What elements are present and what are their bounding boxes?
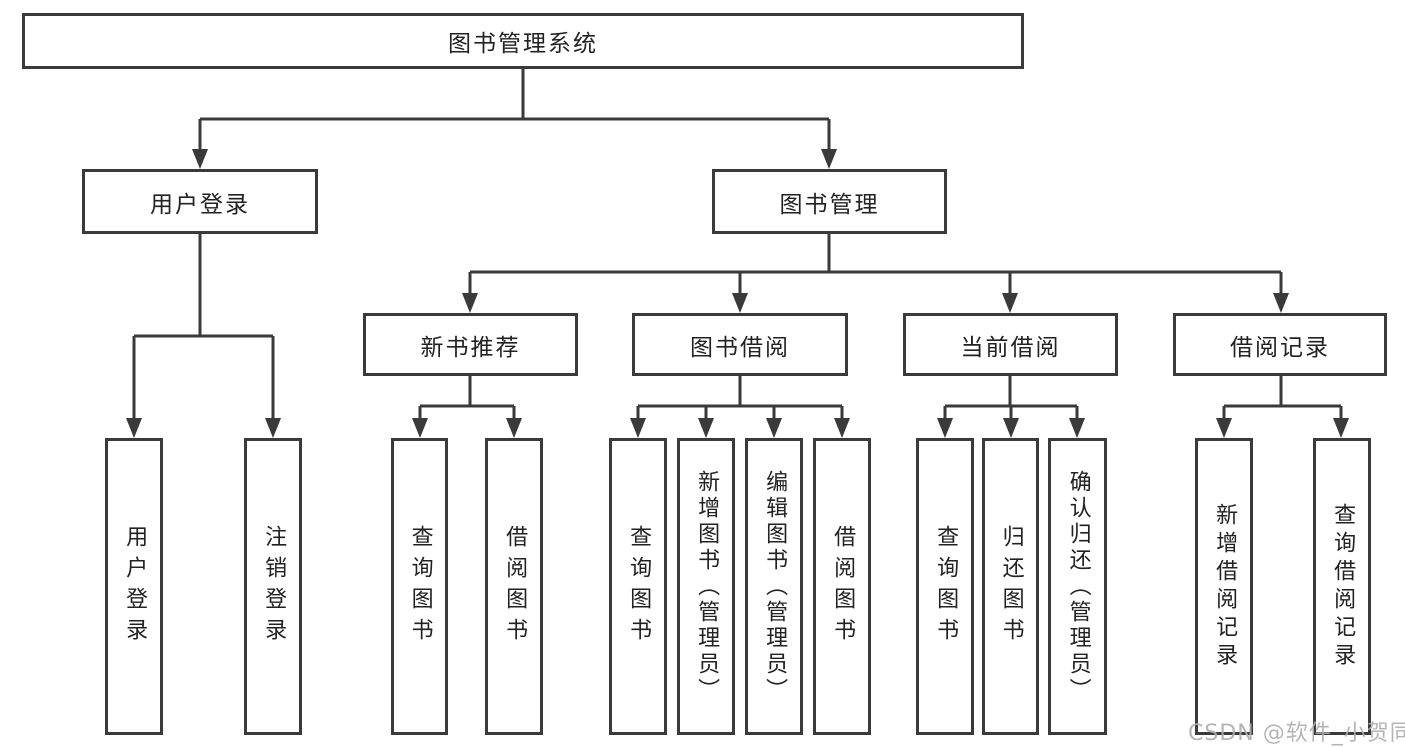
- node-book-management-label: 图书管理: [779, 191, 880, 218]
- leaf-newrec-query-books: 查询图书: [391, 438, 448, 735]
- node-borrowing-records: 借阅记录: [1173, 313, 1387, 376]
- leaf-borrow-query-books-label: 查询图书: [626, 524, 652, 649]
- leaf-borrow-query-books: 查询图书: [609, 438, 667, 735]
- node-current-borrowing: 当前借阅: [903, 313, 1118, 376]
- leaf-borrow-books: 借阅图书: [813, 438, 871, 735]
- leaf-user-login-label: 用户登录: [122, 524, 148, 649]
- watermark-text: CSDN @软件_小贺同学: [1188, 721, 1405, 746]
- leaf-return-books-label: 归还图书: [998, 524, 1024, 649]
- leaf-newrec-query-books-label: 查询图书: [407, 524, 433, 649]
- node-user-login-label: 用户登录: [150, 191, 250, 218]
- node-library-management-system-label: 图书管理系统: [448, 31, 598, 57]
- leaf-add-books-admin: 新增图书（管理员）: [677, 438, 735, 735]
- leaf-current-query-books: 查询图书: [916, 438, 974, 735]
- leaf-newrec-borrow-books-label: 借阅图书: [502, 524, 528, 649]
- leaf-add-borrow-record: 新增借阅记录: [1195, 438, 1253, 735]
- leaf-current-query-books-label: 查询图书: [933, 524, 959, 649]
- leaf-confirm-return-admin: 确认归还（管理员）: [1048, 438, 1107, 735]
- node-library-management-system: 图书管理系统: [22, 13, 1024, 69]
- leaf-borrow-books-label: 借阅图书: [830, 524, 856, 649]
- node-user-login: 用户登录: [82, 169, 318, 234]
- leaf-edit-books-admin: 编辑图书（管理员）: [745, 438, 803, 735]
- leaf-add-books-admin-label: 新增图书（管理员）: [694, 469, 720, 704]
- leaf-edit-books-admin-label: 编辑图书（管理员）: [762, 469, 788, 704]
- leaf-query-borrow-record: 查询借阅记录: [1313, 438, 1371, 735]
- leaf-confirm-return-admin-label: 确认归还（管理员）: [1065, 469, 1091, 704]
- leaf-user-login: 用户登录: [105, 438, 163, 735]
- node-book-borrowing-label: 图书借阅: [690, 334, 790, 361]
- node-borrowing-records-label: 借阅记录: [1230, 334, 1330, 361]
- node-new-book-recommendation-label: 新书推荐: [420, 334, 521, 361]
- node-new-book-recommendation: 新书推荐: [363, 313, 578, 376]
- leaf-logout: 注销登录: [244, 438, 302, 735]
- node-book-borrowing: 图书借阅: [632, 313, 848, 376]
- leaf-query-borrow-record-label: 查询借阅记录: [1330, 502, 1356, 671]
- leaf-logout-label: 注销登录: [261, 524, 287, 649]
- node-current-borrowing-label: 当前借阅: [960, 334, 1061, 361]
- leaf-add-borrow-record-label: 新增借阅记录: [1212, 502, 1238, 671]
- node-book-management: 图书管理: [712, 169, 947, 234]
- leaf-newrec-borrow-books: 借阅图书: [485, 438, 543, 735]
- leaf-return-books: 归还图书: [982, 438, 1039, 735]
